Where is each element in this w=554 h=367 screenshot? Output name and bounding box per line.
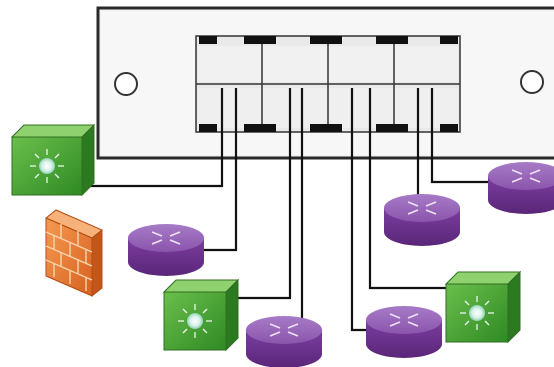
cable-to-router-bottom-right — [350, 88, 372, 332]
firewall-icon — [45, 209, 103, 298]
patch-panel — [96, 6, 554, 160]
port-latch — [310, 124, 342, 132]
layer3-switch-icon — [444, 270, 522, 344]
cable-to-switch-bottom-right — [368, 88, 456, 290]
port-latch — [199, 36, 217, 44]
router-icon — [366, 306, 442, 358]
layer3-switch-icon — [10, 123, 96, 197]
port-latch — [244, 124, 276, 132]
cable-to-switch-bottom-left — [220, 88, 292, 300]
port-latch — [376, 36, 408, 44]
mount-hole-right-icon — [520, 70, 544, 94]
layer3-switch-icon — [162, 278, 240, 352]
port-latch — [244, 36, 276, 44]
router-icon — [128, 224, 204, 276]
port-latch — [440, 124, 458, 132]
port-latch — [440, 36, 458, 44]
mount-hole-left-icon — [114, 72, 138, 96]
cable-to-router-right-top — [430, 88, 496, 184]
router-icon — [246, 316, 322, 367]
port-block — [195, 35, 461, 133]
router-icon — [488, 162, 554, 214]
port-latch — [376, 124, 408, 132]
router-icon — [384, 194, 460, 246]
cable-to-switch-left-top — [62, 88, 224, 188]
port-latch — [199, 124, 217, 132]
port-latch — [310, 36, 342, 44]
